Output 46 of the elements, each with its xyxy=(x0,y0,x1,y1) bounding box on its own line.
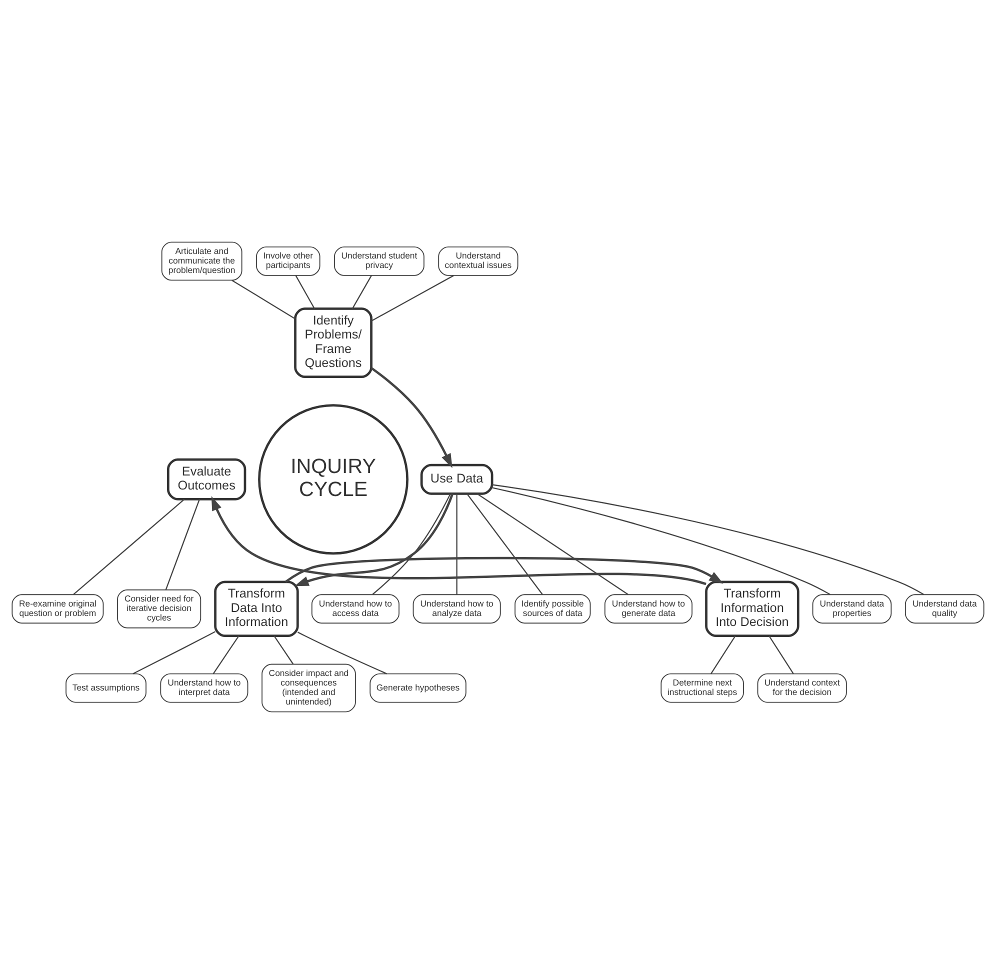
connector xyxy=(72,498,184,594)
node-box: Understand context for the decision xyxy=(756,672,846,702)
node-box: Transform Information Into Decision xyxy=(704,580,799,636)
connector xyxy=(296,631,386,674)
connector xyxy=(492,484,924,594)
arrow xyxy=(294,492,454,586)
node-box: Understand how to analyze data xyxy=(412,594,500,624)
connector xyxy=(466,493,542,594)
node-box: Understand data quality xyxy=(904,594,984,624)
connector xyxy=(294,274,314,308)
connector xyxy=(372,493,450,594)
connector xyxy=(476,492,628,594)
node-box: Involve other participants xyxy=(256,246,320,276)
node-box: Evaluate Outcomes xyxy=(166,458,246,500)
connector xyxy=(164,498,200,590)
node-circle: INQUIRY CYCLE xyxy=(258,404,408,554)
node-box: Articulate and communicate the problem/question xyxy=(160,241,242,280)
node-box: Use Data xyxy=(420,463,493,494)
node-box: Determine next instructional steps xyxy=(660,672,744,702)
arrow xyxy=(284,556,723,584)
connector xyxy=(212,635,239,674)
connector xyxy=(370,274,454,321)
node-box: Transform Data Into Information xyxy=(214,580,298,636)
connector xyxy=(491,486,830,595)
node-box: Understand contextual issues xyxy=(438,246,518,276)
node-box: Understand student privacy xyxy=(334,246,424,276)
connector xyxy=(351,274,372,308)
node-box: Re-examine original question or problem xyxy=(11,594,104,624)
node-box: Test assumptions xyxy=(65,672,146,702)
node-box: Understand how to interpret data xyxy=(160,672,248,702)
connector xyxy=(231,279,296,319)
node-box: Identify possible sources of data xyxy=(514,594,590,624)
node-box: Consider need for iterative decision cycles xyxy=(116,588,201,628)
node-box: Understand how to access data xyxy=(310,594,399,624)
node-box: Understand how to generate data xyxy=(604,594,692,624)
node-box: Generate hypotheses xyxy=(369,672,466,702)
node-box: Consider impact and consequences (intended and unintended) xyxy=(261,663,356,712)
node-box: Identify Problems/ Frame Questions xyxy=(294,307,372,378)
connector xyxy=(456,493,457,594)
connector xyxy=(768,635,794,674)
node-box: Understand data properties xyxy=(812,594,892,624)
arrow xyxy=(210,496,706,585)
connector xyxy=(132,630,216,674)
arrow xyxy=(370,366,452,468)
connector xyxy=(273,635,294,664)
connector xyxy=(710,635,736,674)
